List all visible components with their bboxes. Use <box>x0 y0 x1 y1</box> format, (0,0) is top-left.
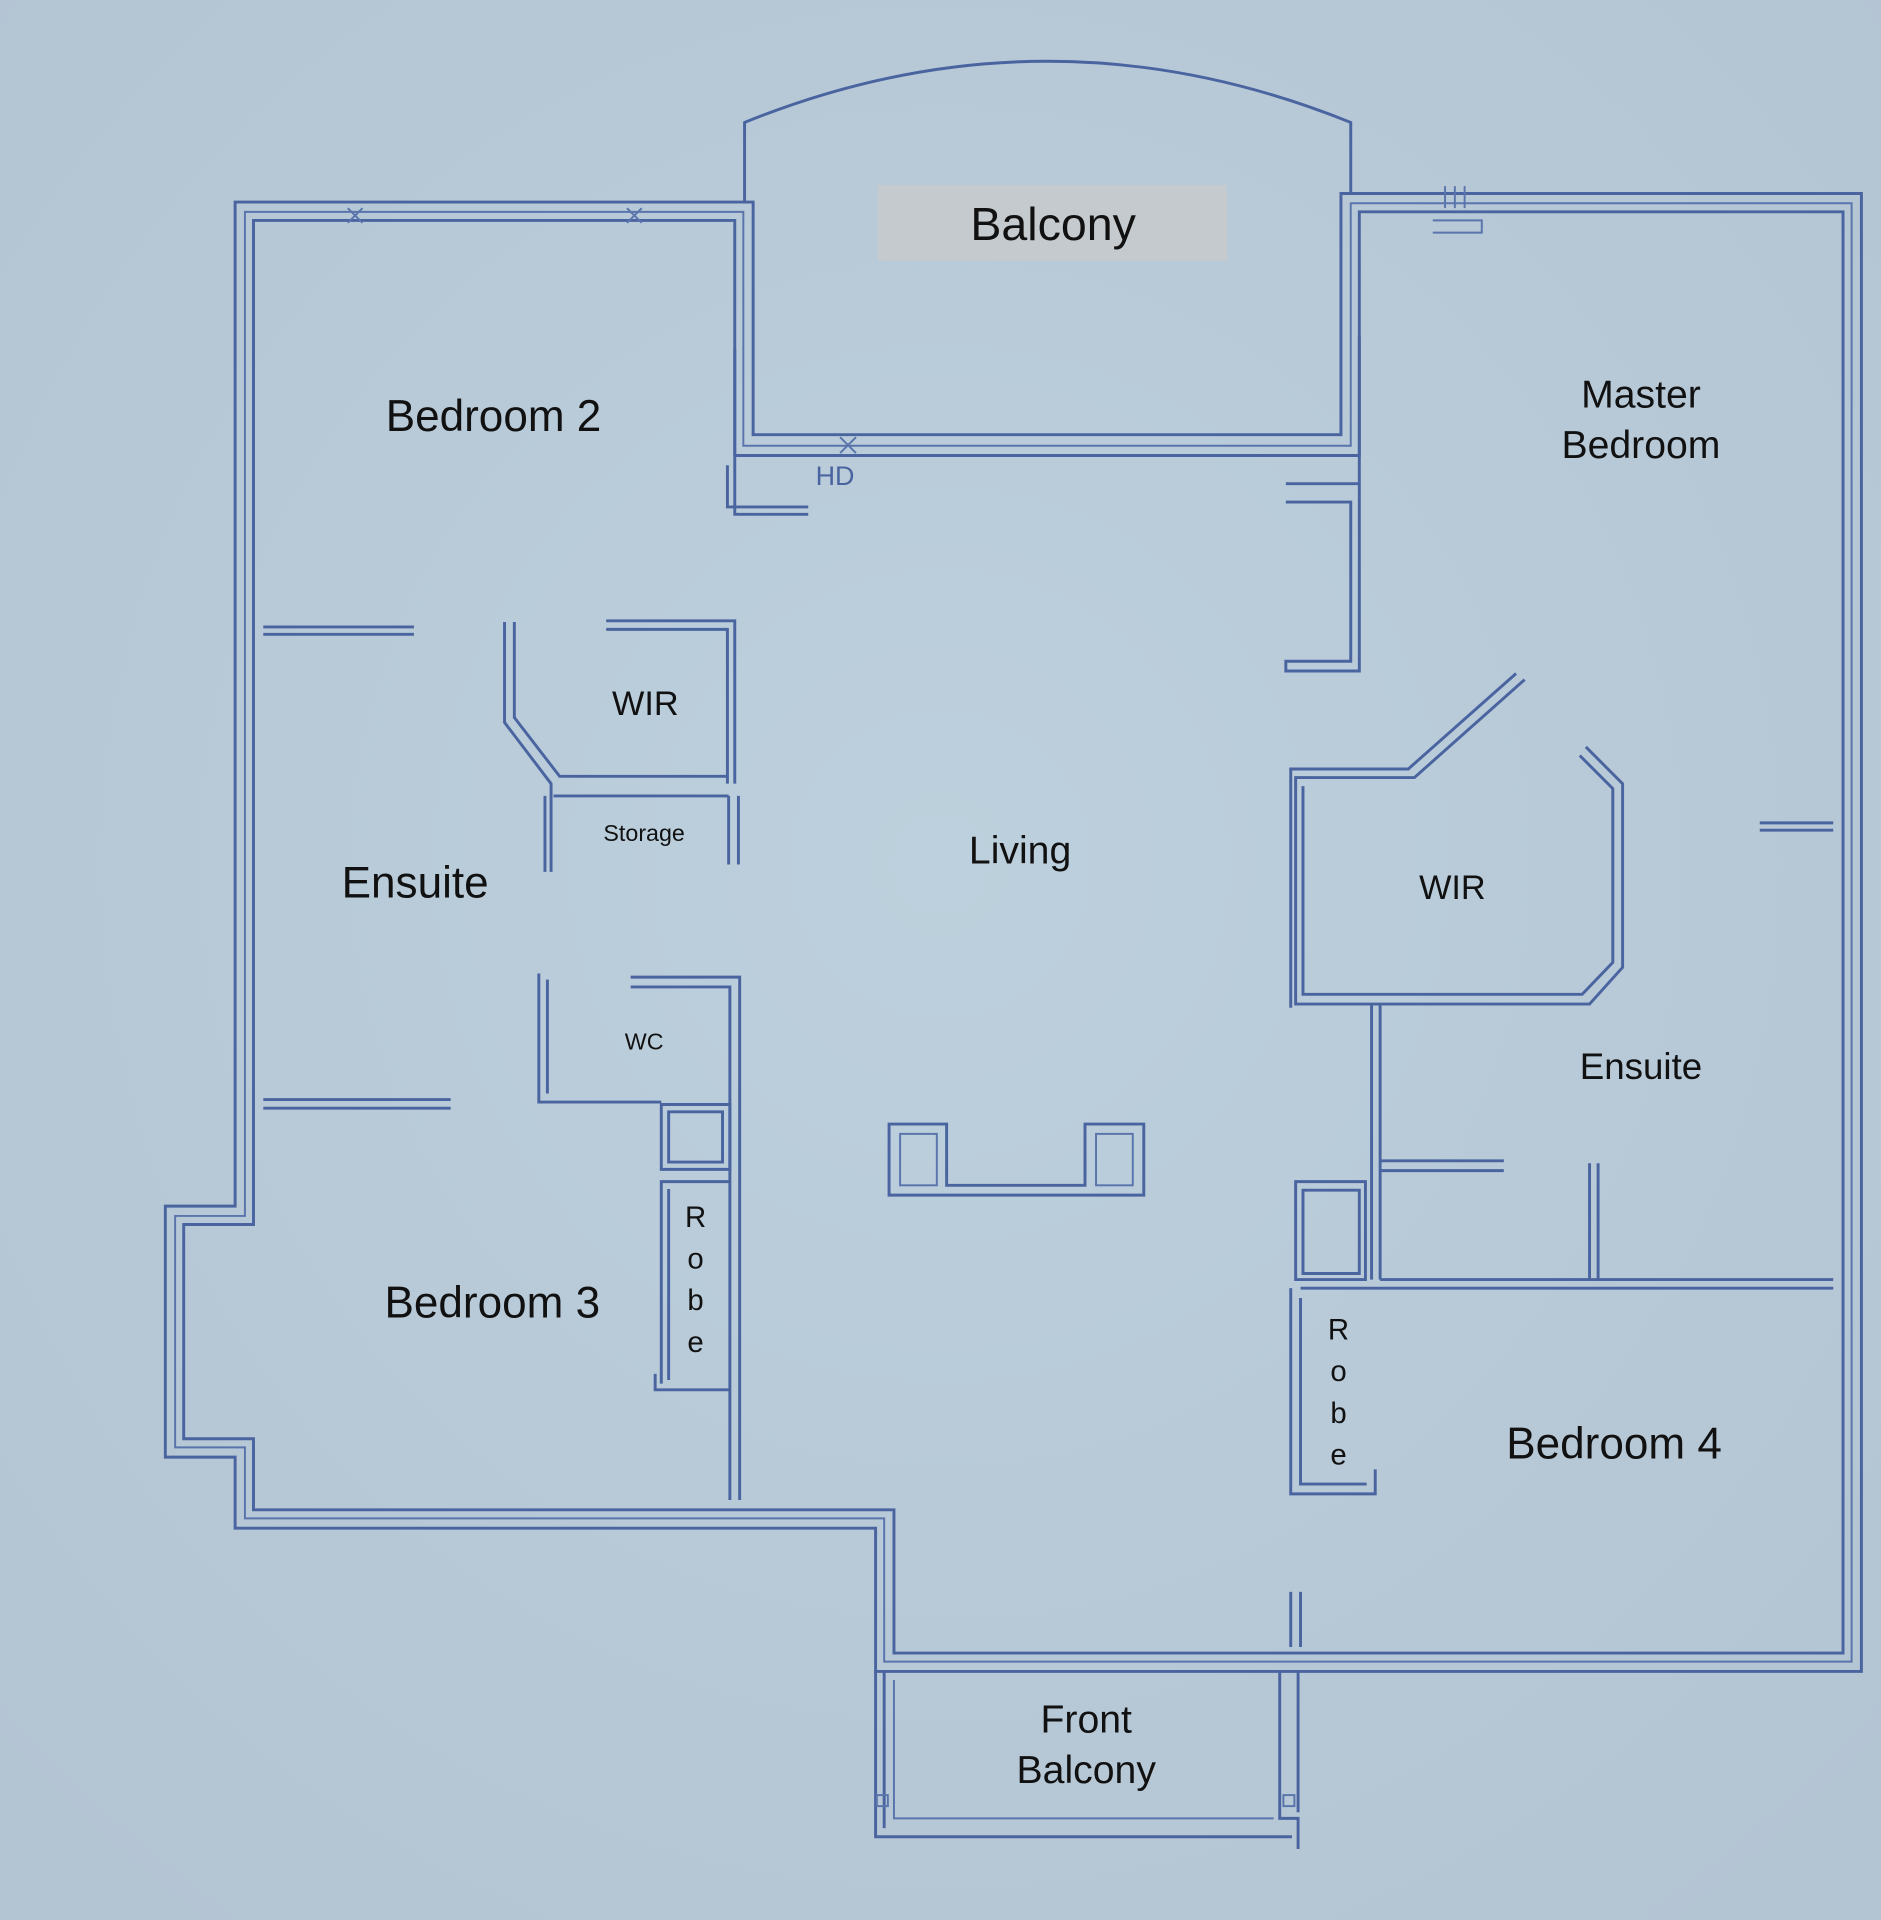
room-label-bedroom-3: Bedroom 3 <box>384 1279 600 1328</box>
room-label-master-bedroom-line1: Master <box>1581 374 1701 417</box>
exterior-wall-inner <box>182 210 1845 1655</box>
room-label-bedroom-2: Bedroom 2 <box>386 392 602 441</box>
living-island <box>887 1122 1146 1197</box>
room-label-front-balcony-line1: Front <box>1041 1699 1133 1742</box>
interior-walls <box>263 336 1834 1647</box>
room-label-ensuite-right: Ensuite <box>1580 1046 1702 1087</box>
balcony-arc-wall <box>743 59 1353 203</box>
room-label-front-balcony-line2: Balcony <box>1017 1749 1157 1792</box>
balcony-label-box <box>878 184 1228 261</box>
room-label-living: Living <box>969 829 1071 872</box>
hd-mark: HD <box>816 461 855 491</box>
room-label-storage: Storage <box>603 820 684 846</box>
front-balcony-walls <box>874 1671 1300 1849</box>
room-label-ensuite-left: Ensuite <box>342 859 489 908</box>
exterior-wall-mid <box>174 202 1853 1663</box>
room-label-master-bedroom-line2: Bedroom <box>1561 424 1720 467</box>
room-label-wir-left: WIR <box>612 685 679 723</box>
room-label-wir-right: WIR <box>1419 869 1486 907</box>
room-label-bedroom-4: Bedroom 4 <box>1506 1419 1722 1468</box>
room-label-balcony: Balcony <box>970 198 1136 250</box>
window-marks <box>347 186 1483 454</box>
room-label-wc: WC <box>625 1028 664 1054</box>
